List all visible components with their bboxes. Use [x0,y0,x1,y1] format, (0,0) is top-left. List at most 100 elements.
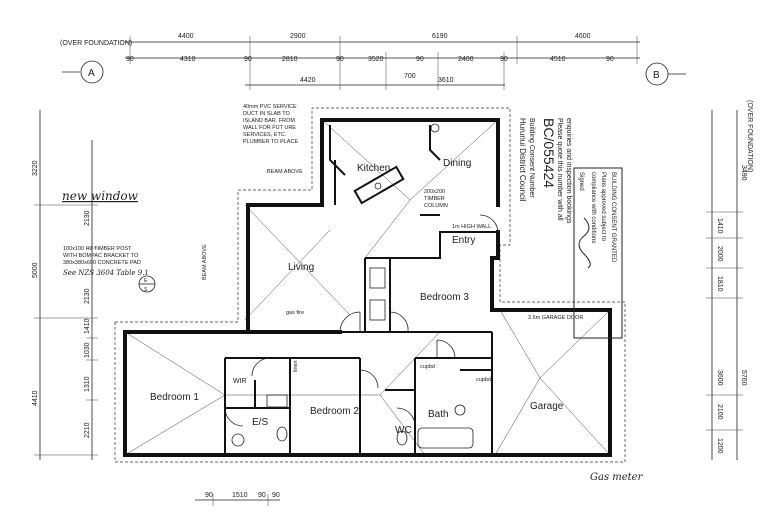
room-label-garage: Garage [530,401,564,412]
room-label-wir: WIR [233,378,247,385]
svg-text:DUCT IN SLAB TO: DUCT IN SLAB TO [243,111,290,117]
door-swings [224,214,499,427]
left-dim-6: 1410 [84,318,91,334]
top2-dim-2: 4310 [180,56,196,63]
left-dim-5: 2130 [84,288,91,304]
room-label-entry: Entry [452,235,475,246]
left-dim-3: 4410 [32,390,39,406]
stamp-signature [578,217,591,269]
note-timber-column: 200x200 TIMBER COLUMN [424,189,448,209]
grid-bubble-a: A [62,60,104,84]
right-dim-1: 3490 [740,165,747,181]
right-dim-8: 1200 [716,438,723,454]
note-beam-above-side: BEAM ABOVE [202,244,208,280]
bottom-dim-3: 90 [258,492,266,499]
top2-dim-10: 4510 [550,56,566,63]
top-dim-2: 2900 [290,33,306,40]
svg-text:380x380x600 CONCRETE PAD: 380x380x600 CONCRETE PAD [63,260,141,266]
grid-bubble-b: B [645,62,686,86]
note-high-wall: 1m HIGH WALL [452,224,491,230]
room-label-living: Living [288,262,314,273]
svg-text:COLUMN: COLUMN [424,203,448,209]
bottom-dim-1: 90 [205,492,213,499]
note-gas-fire: gas fire [286,310,304,316]
foundation-outline [114,107,626,463]
stamp-council: Hurunui District Council [518,118,527,202]
right-dim-5: 3600 [716,370,723,386]
exterior-walls [123,118,612,457]
room-label-bedroom2: Bedroom 2 [310,406,359,417]
right-dim-7: 2100 [716,404,723,420]
svg-text:A: A [88,68,95,79]
svg-text:E: E [144,278,148,284]
note-garage-door: 3.6m GARAGE DOOR [528,315,583,321]
svg-text:PLUMBER TO PLACE: PLUMBER TO PLACE [243,139,298,145]
room-label-dining: Dining [443,158,471,169]
room-label-bath: Bath [428,409,449,420]
note-nzs-ref: See NZS 3604 Table 9.1 [63,269,149,277]
roof-hip-lines [124,117,611,456]
stamp-signed: Signed [578,172,584,191]
right-dimension-lines [706,110,743,460]
top2-dim-11: 90 [606,56,614,63]
stamp-approved-2: Plans approved subject to [600,172,606,242]
stamp-consent-number: BC/055424 [541,118,557,188]
room-label-es: E/S [252,417,268,428]
bottom-dim-2: 1510 [232,492,248,499]
top-dim-4: 4600 [575,33,591,40]
left-dimension-lines [34,110,98,460]
top2-dim-7: 90 [416,56,424,63]
top2-dim-3: 90 [244,56,252,63]
stamp-consent-label: Building Consent Number [528,118,535,198]
note-beam-above: BEAM ABOVE [267,169,303,175]
room-label-bedroom3: Bedroom 3 [420,292,469,303]
top-dim-3: 6190 [432,33,448,40]
stamp-approved-3: compliance with conditions [590,172,596,243]
kitchen-bench [329,123,441,176]
svg-text:WITH BOMPAC BRACKET TO: WITH BOMPAC BRACKET TO [63,253,139,259]
bottom-dim-4: 90 [272,492,280,499]
left-dim-4: 2130 [84,210,91,226]
note-cupboard-1: cupbd [420,364,435,370]
stamp-quote-line1: Please quote this number with all [556,118,563,221]
top2-dim-8: 2400 [458,56,474,63]
right-dim-4: 1810 [716,276,723,292]
top2-dim-4: 2810 [282,56,298,63]
svg-text:B: B [653,70,660,81]
stamp-quote-line2: enquiries and inspection bookings [565,118,572,224]
room-label-wc: WC [395,425,412,436]
council-stamp: Hurunui District Council Building Consen… [518,118,623,339]
interior-walls [224,160,498,455]
stamp-approved-1: BUILDING CONSENT GRANTED [610,172,616,263]
note-pvc-duct: 40mm PVC SERVICE DUCT IN SLAB TO ISLAND … [243,104,298,145]
top-dimension-lines [125,36,640,90]
note-linen: linen [293,360,299,372]
note-gas-meter: Gas meter [590,472,644,483]
left-dim-9: 2210 [84,422,91,438]
room-label-kitchen: Kitchen [357,163,390,174]
note-cupboard-2: cupbd [476,377,491,383]
note-timber-post: 100x100 H3 TIMBER POST WITH BOMPAC BRACK… [63,246,141,266]
svg-text:S: S [144,287,148,293]
svg-text:200x200: 200x200 [424,189,445,195]
svg-text:100x100 H3 TIMBER POST: 100x100 H3 TIMBER POST [63,246,132,252]
right-dim-3: 2000 [716,246,723,262]
svg-text:SERVICES, ETC.: SERVICES, ETC. [243,132,287,138]
bathroom-fixtures [231,267,474,449]
left-dim-2: 5000 [32,262,39,278]
left-dim-8: 1310 [84,376,91,392]
top3-dim-2: 700 [404,73,416,80]
section-marker: E S [138,275,156,293]
left-dim-7: 1030 [84,342,91,358]
top2-dim-5: 90 [336,56,344,63]
svg-text:ISLAND BAR. FROM: ISLAND BAR. FROM [243,118,295,124]
right-dim-2: 1410 [716,218,723,234]
top2-dim-6: 3520 [368,56,384,63]
note-new-window: new window [62,189,139,203]
top2-dim-1: 90 [126,56,134,63]
left-dim-1: 3220 [32,160,39,176]
svg-text:WALL FOR FUT URE: WALL FOR FUT URE [243,125,296,131]
top-over-foundation-label: (OVER FOUNDATION) [60,40,132,47]
top3-dim-1: 4420 [300,77,316,84]
